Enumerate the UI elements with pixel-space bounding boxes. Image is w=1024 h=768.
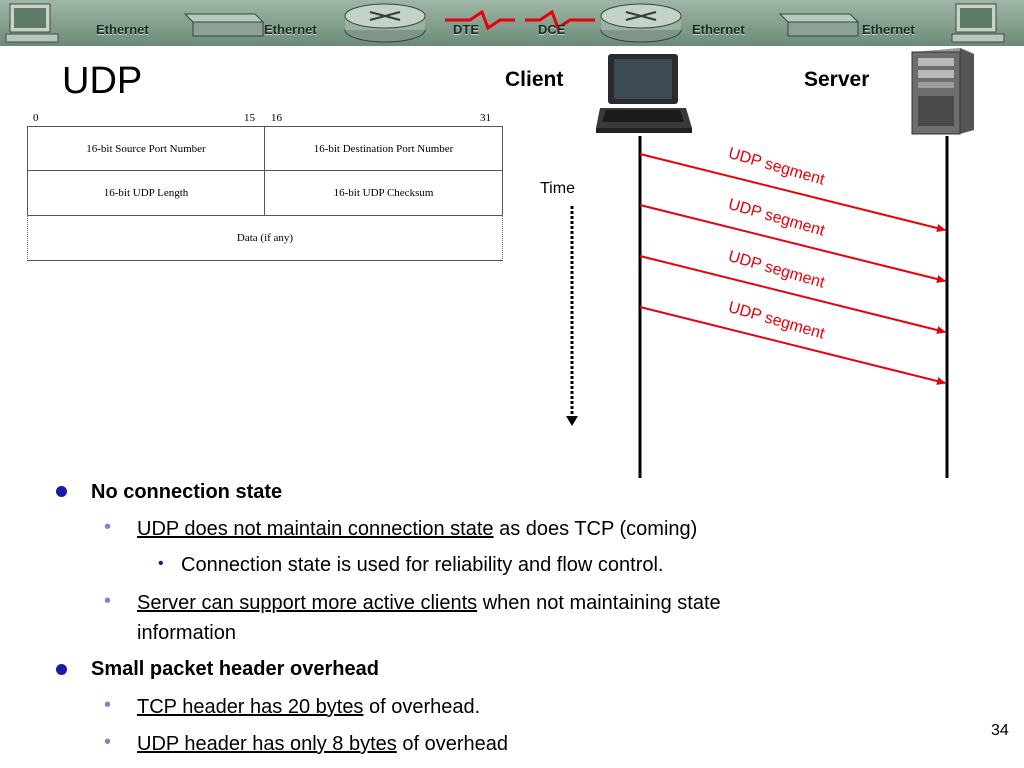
bullet-level2: • [104,694,112,716]
router-icon [600,3,682,43]
bullet-connection-state-rest: as does TCP (coming) [493,518,698,540]
switch-icon [778,13,860,37]
udp-segment-arrow [639,255,946,334]
bullet-small-header: Small packet header overhead [91,658,379,680]
udp-header-table: 16-bit Source Port Number 16-bit Destina… [27,126,503,261]
dest-port-text: 16-bit Destination Port Number [313,142,454,155]
bullet-level2: • [104,731,112,753]
bullet-level3: • [158,555,164,572]
bullet-udp-header: UDP header has only 8 bytes of overhead [137,732,508,756]
bullet-connection-state: UDP does not maintain connection state a… [137,517,697,541]
bullet-active-clients-cont: information [137,622,236,644]
source-port-text: 16-bit Source Port Number [86,142,206,155]
bullet-udp-header-underlined: UDP header has only 8 bytes [137,733,397,755]
banner-label-ethernet: Ethernet [96,22,149,37]
computer-icon [951,3,1005,43]
server-label: Server [804,68,870,91]
bullet-tcp-header: TCP header has 20 bytes of overhead. [137,695,480,719]
data-text: Data (if any) [236,231,294,244]
bullet-active-clients-rest: when not maintaining state [477,592,721,614]
data-cell: Data (if any) [27,215,503,261]
laptop-icon [596,54,692,133]
bullet-tcp-header-underlined: TCP header has 20 bytes [137,696,364,718]
bullet-no-connection-state: No connection state [91,481,283,503]
bullet-active-clients: Server can support more active clients w… [137,591,721,615]
router-icon [344,3,426,43]
bullet-level2: • [104,590,112,612]
server-icon [911,48,974,135]
length-text: 16-bit UDP Length [103,187,189,199]
time-arrow-head [566,416,578,426]
banner-label-dce: DCE [538,22,566,37]
bit-number-16: 16 [271,112,282,124]
bullet-level1 [56,664,67,675]
bullet-tcp-header-rest: of overhead. [363,696,481,718]
banner-label-ethernet: Ethernet [264,22,317,37]
client-label: Client [505,68,564,91]
bullet-level2: • [104,516,112,538]
bullet-level1 [56,486,67,497]
banner-label-ethernet: Ethernet [862,22,915,37]
slide-number: 34 [991,722,1009,739]
bullet-active-clients-underlined: Server can support more active clients [137,592,478,614]
switch-icon [183,13,265,37]
serial-link-icon [445,10,595,30]
slide-title: UDP [62,60,143,102]
banner-label-ethernet: Ethernet [692,22,745,37]
bullet-udp-header-rest: of overhead [396,733,508,755]
bullet-reliability: Connection state is used for reliability… [181,554,664,576]
checksum-text: 16-bit UDP Checksum [333,187,434,199]
bit-number-15: 15 [244,112,255,124]
checksum-cell: 16-bit UDP Checksum [264,170,503,216]
bit-number-0: 0 [33,112,39,124]
udp-segment-arrow [639,153,946,232]
udp-segment-arrow [639,204,946,283]
bit-number-31: 31 [480,112,491,124]
network-banner: Ethernet Ethernet DTE DCE Ethernet Ether… [0,0,1024,46]
udp-segment-arrow [639,306,946,385]
banner-label-dte: DTE [453,22,479,37]
bullet-connection-state-underlined: UDP does not maintain connection state [137,518,494,540]
time-label: Time [540,180,575,197]
computer-icon [5,3,59,43]
